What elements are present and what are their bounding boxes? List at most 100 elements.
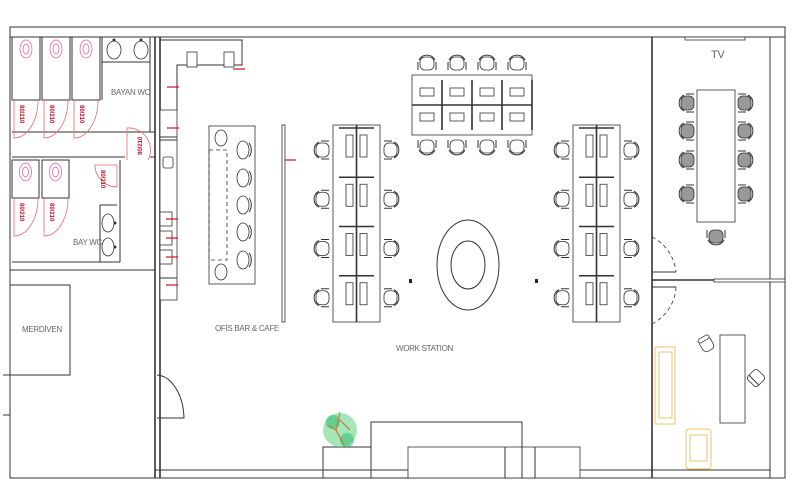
monitor-icon <box>599 183 608 207</box>
door-men-wc[interactable]: 80/210 <box>94 164 118 189</box>
chair-icon <box>507 54 527 71</box>
office-chair-icon <box>697 334 715 353</box>
chair-icon <box>623 239 640 258</box>
wc-stall <box>11 36 41 101</box>
monitor-icon <box>599 134 608 158</box>
door-wc-main[interactable]: 90/210 <box>126 127 151 161</box>
room-label-men-wc: BAY WC <box>73 238 103 247</box>
wc-stalls: 80/210 80/210 80/210 80/210 80/210 <box>11 36 101 237</box>
stool-icon <box>236 140 252 160</box>
chair-icon <box>623 189 640 209</box>
wc-block <box>10 37 161 478</box>
meeting-table <box>696 89 736 223</box>
monitor-icon <box>345 183 354 207</box>
chair-icon <box>553 288 570 308</box>
door-size-label: 80/210 <box>48 105 54 124</box>
room-label-women-wc: BAYAN WC <box>111 88 151 97</box>
monitor-icon <box>419 87 435 97</box>
monitor-icon <box>345 282 354 306</box>
workstation-cluster <box>313 124 400 323</box>
toilet-icon <box>79 39 93 59</box>
sink-icon <box>101 38 149 257</box>
monitor-icon <box>419 112 435 122</box>
door-size-label: 80/210 <box>78 105 84 124</box>
room-label-stairs: MERDİVEN <box>22 325 62 334</box>
monitor-icon <box>479 112 495 122</box>
door-size-label: 80/210 <box>48 203 54 222</box>
wc-stall <box>11 159 40 199</box>
stall-door[interactable]: 80/210 <box>13 99 39 139</box>
workstations <box>313 54 640 323</box>
monitor-icon <box>345 233 354 256</box>
chair-icon <box>383 288 400 308</box>
stall-door[interactable]: 80/210 <box>43 99 69 139</box>
monitor-icon <box>599 233 608 256</box>
chair-icon <box>383 140 400 160</box>
chair-icon <box>678 184 695 204</box>
chair-icon <box>417 139 437 156</box>
chair-icon <box>313 189 330 209</box>
monitor-icon <box>359 134 368 158</box>
stall-door[interactable]: 80/210 <box>13 197 39 237</box>
monitor-icon <box>585 183 594 207</box>
office-desk <box>719 334 746 424</box>
door-size-label: 80/210 <box>18 203 24 222</box>
toilet-icon <box>19 39 33 59</box>
toilet-icon <box>49 39 63 59</box>
monitor-icon <box>585 282 594 306</box>
wc-stall <box>41 36 71 101</box>
chair-icon <box>737 93 754 113</box>
bar-stools <box>214 129 252 281</box>
wc-stall <box>41 159 70 199</box>
appliance-markers <box>166 68 296 286</box>
round-table <box>409 219 538 311</box>
stool-icon <box>214 263 228 281</box>
monitor-icon <box>599 282 608 306</box>
room-label-bar: OFİS BAR & CAFE <box>215 324 279 333</box>
partition <box>281 124 286 323</box>
door-size-label: 80/210 <box>18 105 24 124</box>
room-label-work: WORK STATION <box>396 344 454 353</box>
stool-icon <box>236 168 252 188</box>
monitor-icon <box>585 233 594 256</box>
room-label-tv: TV <box>711 49 725 61</box>
meeting-chairs <box>678 93 754 246</box>
plant-icon <box>322 411 372 479</box>
chair-icon <box>623 288 640 308</box>
bar-counter <box>159 39 243 301</box>
chair-icon <box>678 121 695 141</box>
chair-icon <box>383 189 400 209</box>
chair-icon <box>313 239 330 258</box>
toilet-icon <box>49 162 62 182</box>
door-size-label: 90/210 <box>138 136 144 155</box>
chair-icon <box>383 239 400 258</box>
chair-icon <box>678 93 695 113</box>
workstation-cluster <box>553 124 640 323</box>
reception-desk <box>370 421 581 479</box>
guest-chair-icon <box>746 368 766 388</box>
chair-icon <box>477 139 497 156</box>
monitor-icon <box>449 87 465 97</box>
chair-icon <box>553 239 570 258</box>
monitor-icon <box>359 183 368 207</box>
stool-icon <box>236 222 252 242</box>
chair-icon <box>706 229 726 246</box>
stall-door[interactable]: 80/210 <box>43 197 69 237</box>
workstation-cluster <box>411 54 533 156</box>
sofa-icon <box>654 346 676 425</box>
bar-sink-icon <box>162 156 174 169</box>
door-size-label: 80/210 <box>99 170 105 189</box>
monitor-icon <box>449 112 465 122</box>
armchair-icon <box>685 428 712 470</box>
stairs: MERDİVEN <box>9 284 71 376</box>
chair-icon <box>553 140 570 160</box>
chair-icon <box>477 54 497 71</box>
chair-icon <box>447 54 467 71</box>
entrance-door[interactable] <box>156 374 185 419</box>
chair-icon <box>678 150 695 170</box>
chair-icon <box>313 288 330 308</box>
stall-door[interactable]: 80/210 <box>73 99 99 139</box>
chair-icon <box>737 121 754 141</box>
stool-icon <box>214 129 228 147</box>
